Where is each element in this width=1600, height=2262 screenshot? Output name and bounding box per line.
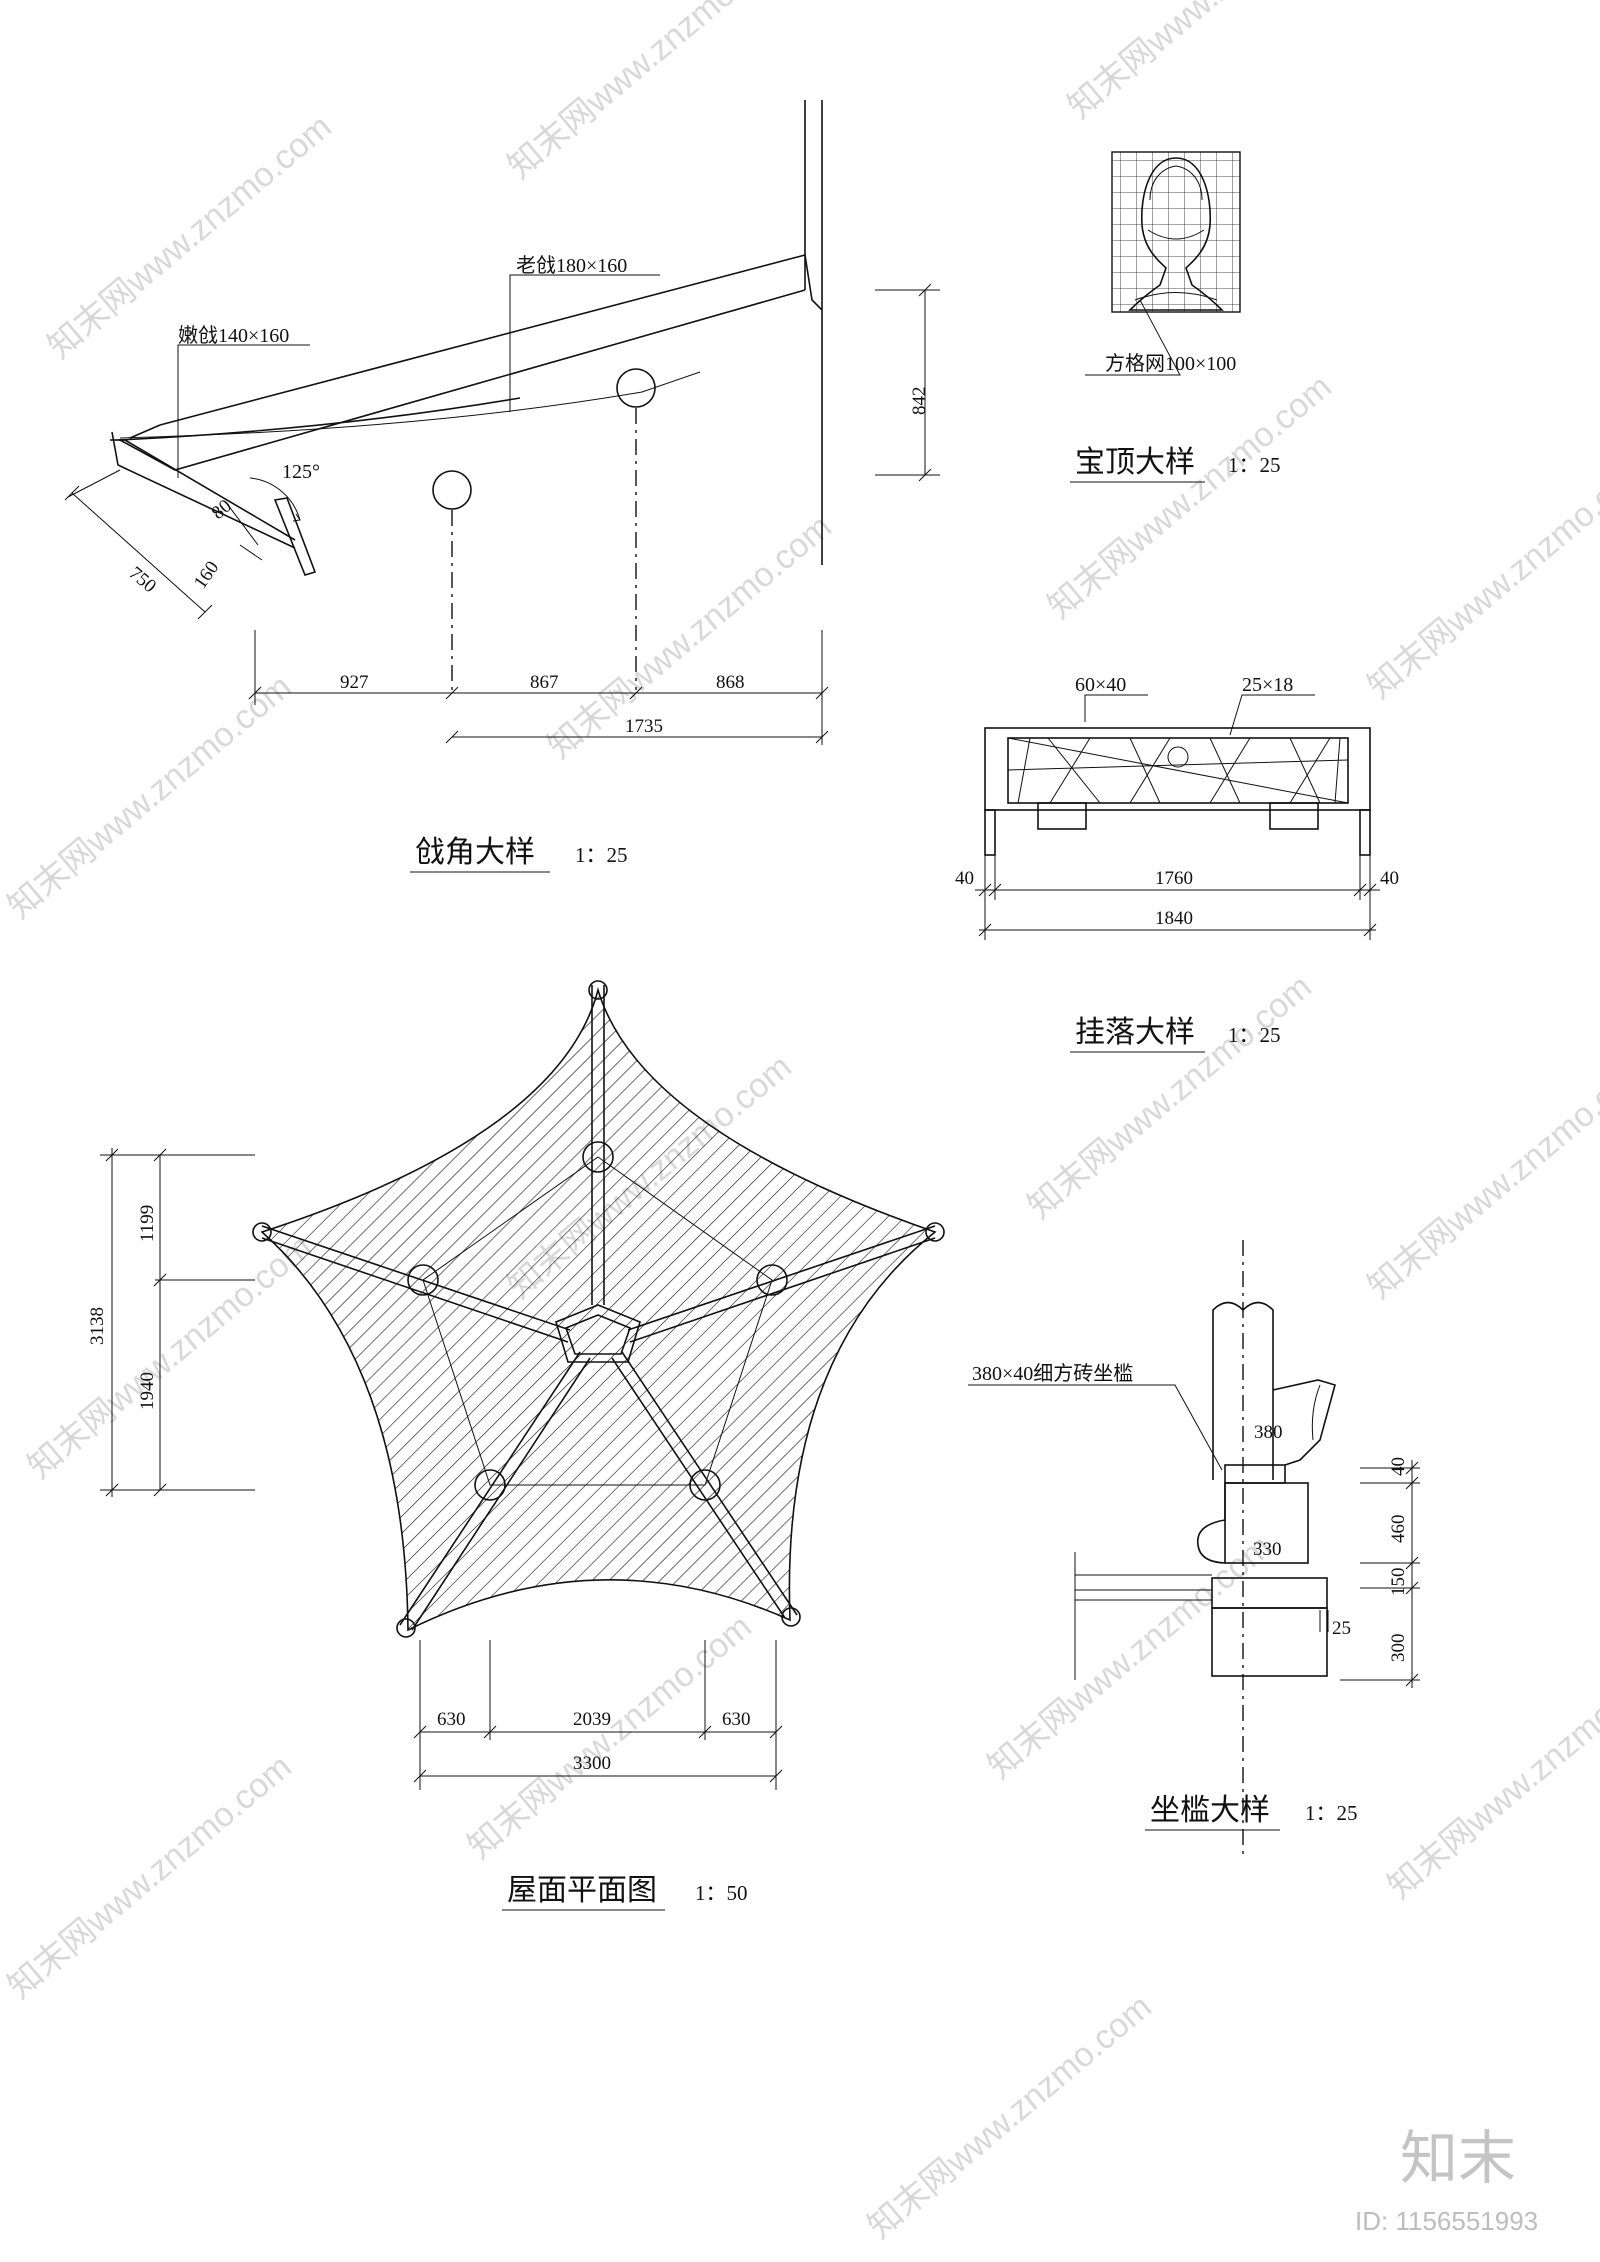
dim-1760: 1760 — [1155, 868, 1193, 889]
angle-label: 125° — [282, 461, 320, 483]
hanging-fretwork-detail: 60×40 25×18 40 1760 40 1840 挂落大样 1：25 — [955, 674, 1399, 1053]
old-rafter-label: 老戗180×160 — [516, 254, 627, 277]
frame-size-label: 60×40 — [1075, 674, 1126, 696]
dim-40: 40 — [1388, 1457, 1409, 1476]
dim-867: 867 — [530, 672, 559, 693]
roof-plan-title: 屋面平面图 — [507, 1874, 657, 1907]
dim-868: 868 — [716, 672, 745, 693]
watermark-text: 知末网www.znzmo.com — [1041, 368, 1339, 627]
watermark-text: 知末网www.znzmo.com — [461, 1608, 759, 1867]
eave-detail-title: 戗角大样 — [415, 836, 535, 869]
dim-300: 300 — [1388, 1634, 1409, 1663]
eave-detail-scale: 1：25 — [575, 843, 628, 867]
dim-630-right: 630 — [722, 1709, 751, 1730]
bench-detail: 380×40细方砖坐槛 380 330 40 460 150 300 25 坐槛… — [968, 1240, 1420, 1860]
watermark-text: 知末网www.znzmo.com — [501, 0, 799, 186]
finial-detail: 方格网100×100 宝顶大样 1：25 — [1070, 151, 1281, 483]
brand-logo: 知末 — [1400, 2124, 1516, 2192]
dim-1199: 1199 — [137, 1205, 158, 1242]
watermark-text: 知末网www.znzmo.com — [1021, 968, 1319, 1227]
dim-3300: 3300 — [573, 1753, 611, 1774]
dim-1735: 1735 — [625, 716, 663, 737]
dim-2039: 2039 — [573, 1709, 611, 1730]
dim-630-left: 630 — [437, 1709, 466, 1730]
dim-842: 842 — [909, 387, 930, 416]
watermark-text: 知末网www.znzmo.com — [1381, 1648, 1600, 1907]
bench-detail-title: 坐槛大样 — [1150, 1794, 1270, 1827]
dim-927: 927 — [340, 672, 369, 693]
dim-80: 80 — [208, 496, 236, 524]
dim-380: 380 — [1254, 1422, 1283, 1443]
watermark-text: 知末网www.znzmo.com — [1, 1748, 299, 2007]
roof-plan-scale: 1：50 — [695, 1881, 748, 1905]
brick-bench-label: 380×40细方砖坐槛 — [972, 1362, 1133, 1385]
eave-corner-detail: 老戗180×160 嫩戗140×160 125° 750 80 160 927 … — [64, 100, 940, 873]
hanging-detail-title: 挂落大样 — [1075, 1016, 1195, 1049]
dim-460: 460 — [1388, 1515, 1409, 1544]
dim-25: 25 — [1332, 1618, 1351, 1639]
lattice-size-label: 25×18 — [1242, 674, 1293, 696]
dim-150: 150 — [1388, 1568, 1409, 1597]
dim-330: 330 — [1253, 1539, 1282, 1560]
watermark-text: 知末网www.znzmo.com — [1, 668, 299, 927]
tender-rafter-label: 嫩戗140×160 — [178, 324, 289, 347]
finial-grid-label: 方格网100×100 — [1105, 352, 1236, 375]
dim-1940: 1940 — [137, 1372, 158, 1410]
watermark-text: 知末网www.znzmo.com — [1361, 1048, 1600, 1307]
bench-detail-scale: 1：25 — [1305, 1801, 1358, 1825]
hanging-detail-scale: 1：25 — [1228, 1023, 1281, 1047]
watermark-text: 知末网www.znzmo.com — [541, 508, 839, 767]
finial-detail-scale: 1：25 — [1228, 453, 1281, 477]
dim-3138: 3138 — [87, 1307, 108, 1345]
watermark-text: 知末网www.znzmo.com — [1361, 448, 1600, 707]
dim-40-left: 40 — [955, 868, 974, 889]
roof-plan: 3138 1199 1940 630 2039 630 3300 屋面平面图 1… — [87, 980, 945, 1911]
dim-160: 160 — [190, 557, 224, 592]
watermark-text: 知末网www.znzmo.com — [1061, 0, 1359, 126]
image-id-label: ID: 1156551993 — [1355, 2206, 1538, 2236]
watermark-text: 知末网www.znzmo.com — [861, 1988, 1159, 2247]
watermark-text: 知末网www.znzmo.com — [981, 1528, 1279, 1787]
finial-detail-title: 宝顶大样 — [1075, 446, 1195, 479]
dim-1840: 1840 — [1155, 908, 1193, 929]
dim-750: 750 — [125, 563, 160, 597]
dim-40-right: 40 — [1380, 868, 1399, 889]
watermark-text: 知末网www.znzmo.com — [21, 1228, 319, 1487]
